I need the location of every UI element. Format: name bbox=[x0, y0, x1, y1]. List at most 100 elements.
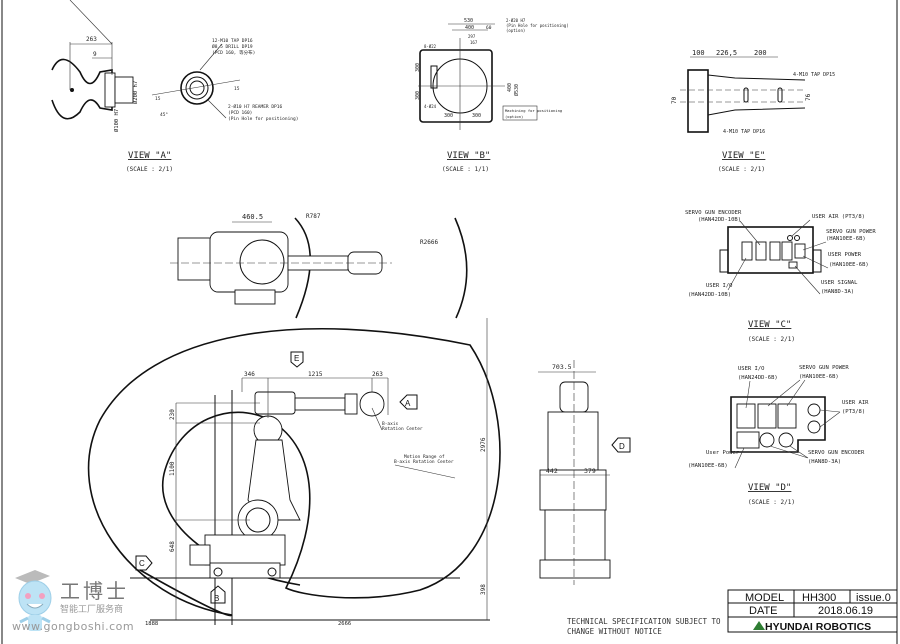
view-a: 263 9 Ø200 h7 Ø100 H7 12-M10 TAP DP16 Ø8… bbox=[51, 0, 298, 173]
note: Ø8.5 DRILL DP19 bbox=[212, 43, 253, 50]
marker-d: D bbox=[611, 437, 631, 453]
svg-text:B: B bbox=[214, 594, 219, 603]
watermark-tagline: 智能工厂服务商 bbox=[60, 605, 124, 615]
notice-line: CHANGE WITHOUT NOTICE bbox=[567, 627, 662, 636]
dim-1215: 1215 bbox=[308, 371, 323, 378]
view-e: 100 226,5 200 70 76 4-M10 TAP DP15 4-M10… bbox=[671, 49, 835, 173]
dim-d200: Ø200 h7 bbox=[132, 81, 139, 104]
dim: 530 bbox=[464, 18, 473, 24]
label: USER I/O bbox=[738, 366, 765, 372]
dim: 8-Ø22 bbox=[424, 44, 437, 49]
view-e-scale: (SCALE : 2/1) bbox=[718, 166, 765, 173]
dim: Ø530 bbox=[513, 84, 520, 96]
dim-r2666: R2666 bbox=[420, 239, 438, 246]
dim-2976: 2976 bbox=[480, 437, 487, 452]
marker-a: A bbox=[399, 394, 418, 410]
view-d: USER I/O (HAN24DD-6B) SERVO GUN POWER (H… bbox=[688, 365, 869, 506]
note: 12-M10 TAP DP16 bbox=[212, 38, 253, 44]
svg-text:A: A bbox=[405, 399, 411, 408]
marker-c: C bbox=[135, 555, 153, 571]
label: USER AIR bbox=[842, 400, 869, 406]
note: Motion Range of bbox=[404, 454, 445, 460]
view-d-title: VIEW "D" bbox=[748, 483, 791, 493]
note: 2-Ø10 H7 REAMER DP16 bbox=[228, 103, 282, 110]
view-d-scale: (SCALE : 2/1) bbox=[748, 499, 795, 506]
dim: 15 bbox=[155, 96, 161, 102]
dim-460-5: 460.5 bbox=[242, 213, 263, 221]
hyundai-logo-icon bbox=[753, 621, 765, 630]
label: User Power bbox=[706, 450, 740, 456]
view-c-title: VIEW "C" bbox=[748, 320, 791, 330]
note: (PCD 160, 等分布) bbox=[212, 49, 255, 56]
view-c: SERVO GUN ENCODER (HAN42DD-10B) USER AIR… bbox=[685, 210, 876, 343]
dim: 76 bbox=[805, 93, 812, 101]
dim-263: 263 bbox=[86, 36, 97, 43]
view-a-scale: (SCALE : 2/1) bbox=[126, 166, 173, 173]
dim: 60 bbox=[486, 25, 492, 31]
label: SERVO GUN ENCODER bbox=[685, 210, 742, 216]
label: USER POWER bbox=[828, 252, 862, 258]
label: (HAN8D-3A) bbox=[808, 459, 841, 465]
dim: 300 bbox=[472, 113, 481, 119]
top-view: 460.5 R787 R2666 bbox=[170, 213, 468, 319]
dim: 400 bbox=[507, 83, 513, 92]
svg-text:C: C bbox=[139, 559, 145, 568]
label: (PT3/8) bbox=[842, 409, 865, 415]
dim-2666: 2666 bbox=[338, 621, 351, 627]
marker-b: B bbox=[210, 585, 226, 604]
label: (HAN10EE-6B) bbox=[688, 463, 728, 469]
label: (HAN10EE-6B) bbox=[799, 374, 839, 380]
dim: 300 bbox=[415, 63, 421, 72]
dim-1888: 1888 bbox=[145, 621, 158, 627]
svg-text:E: E bbox=[294, 354, 299, 363]
hyundai-robotics-logo: HYUNDAI ROBOTICS bbox=[765, 621, 871, 633]
dim: 70 bbox=[671, 96, 678, 104]
marker-e: E bbox=[290, 351, 304, 368]
dim-230: 230 bbox=[169, 409, 176, 420]
label: USER AIR (PT3/8) bbox=[812, 214, 865, 220]
side-view: 346 1215 263 230 1100 648 2976 398 1888 … bbox=[87, 318, 501, 627]
label: SERVO GUN POWER bbox=[826, 229, 876, 235]
note: Machining for positioning bbox=[505, 108, 562, 113]
dim: 100 bbox=[692, 49, 705, 57]
dim: 15 bbox=[234, 86, 240, 92]
label: (HAN42DD-10B) bbox=[688, 292, 731, 298]
note: 4-M10 TAP DP15 bbox=[793, 72, 835, 78]
dim: 200 bbox=[754, 49, 767, 57]
label: (HAN10EE-6B) bbox=[829, 262, 869, 268]
dim-346: 346 bbox=[244, 371, 255, 378]
dim: 45° bbox=[160, 112, 168, 118]
dim-1100: 1100 bbox=[169, 461, 176, 476]
dim: 400 bbox=[465, 25, 474, 31]
dim-703-5: 703.5 bbox=[552, 363, 572, 371]
date-label: DATE bbox=[749, 605, 778, 617]
note: 4-M10 TAP DP16 bbox=[723, 129, 765, 135]
note: 2-Ø20 H7 bbox=[506, 18, 526, 23]
view-a-title: VIEW "A" bbox=[128, 151, 171, 161]
note: B-axis bbox=[382, 421, 399, 427]
label: (HAN42DD-10B) bbox=[698, 217, 741, 223]
dim-379: 379 bbox=[584, 467, 596, 475]
note: (PCD 160) bbox=[228, 110, 252, 116]
date-value: 2018.06.19 bbox=[818, 605, 873, 617]
note: (option) bbox=[506, 28, 525, 33]
note: (Pin Hole for positioning) bbox=[506, 23, 569, 28]
note: (Pin Hole for positioning) bbox=[228, 116, 298, 122]
title-block: MODEL HH300 issue.0 DATE 2018.06.19 HYUN… bbox=[727, 589, 898, 633]
view-b-title: VIEW "B" bbox=[447, 151, 490, 161]
label: USER I/O bbox=[706, 283, 733, 289]
view-c-scale: (SCALE : 2/1) bbox=[748, 336, 795, 343]
model-value: HH300 bbox=[802, 592, 836, 604]
dim-r787: R787 bbox=[306, 213, 321, 220]
model-label: MODEL bbox=[745, 592, 784, 604]
dim: 300 bbox=[444, 113, 453, 119]
svg-text:D: D bbox=[619, 442, 625, 451]
mascot-watermark-icon bbox=[15, 570, 52, 631]
label: SERVO GUN ENCODER bbox=[808, 450, 865, 456]
view-e-title: VIEW "E" bbox=[722, 151, 765, 161]
dim-9: 9 bbox=[93, 51, 97, 58]
label: SERVO GUN POWER bbox=[799, 365, 849, 371]
watermark-url: www.gongboshi.com bbox=[12, 620, 135, 633]
notice-line: TECHNICAL SPECIFICATION SUBJECT TO bbox=[567, 617, 721, 626]
issue-value: issue.0 bbox=[856, 592, 891, 604]
